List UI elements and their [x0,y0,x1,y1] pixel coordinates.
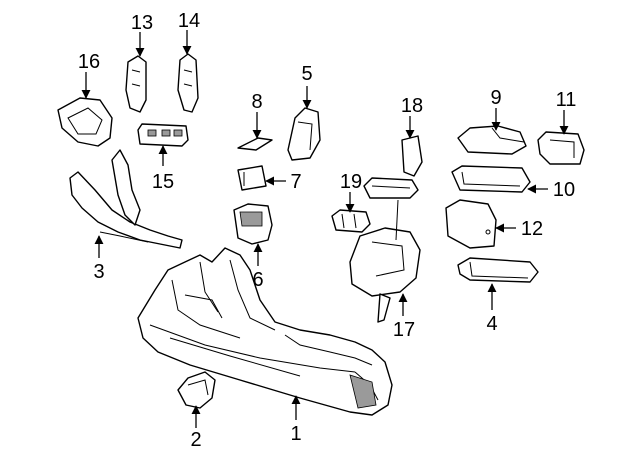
part-16-bezel [57,97,113,147]
callout-15: 15 [152,171,174,193]
callout-7: 7 [290,171,301,193]
part-15-switch-panel [137,123,189,147]
callout-19: 19 [340,171,362,193]
callout-13: 13 [131,12,153,34]
part-12-panel [445,199,497,249]
callout-12: 12 [521,218,543,240]
part-6-insert [233,203,273,245]
callout-1: 1 [290,423,301,445]
part-1-console-body [137,247,393,416]
part-5-bracket [287,107,321,161]
callout-4: 4 [486,313,497,335]
part-3-side-trim [69,149,183,249]
part-2-bracket [177,371,216,409]
callout-10: 10 [553,179,575,201]
callout-14: 14 [178,10,200,32]
part-8-pad [237,137,273,151]
part-10-mat [451,165,531,193]
callout-9: 9 [490,87,501,109]
callout-5: 5 [301,63,312,85]
part-9-armrest-lid [457,125,527,155]
part-14-bracket [177,53,199,113]
callout-6: 6 [252,269,263,291]
part-13-bracket [125,55,147,113]
part-7-clip [237,165,267,191]
part-18-shift-knob [363,135,423,199]
callout-16: 16 [78,51,100,73]
part-17-shifter-assembly [349,199,421,323]
callout-18: 18 [401,95,423,117]
callout-8: 8 [251,91,262,113]
callout-3: 3 [93,261,104,283]
callout-17: 17 [393,319,415,341]
part-19-connector [331,209,371,233]
part-11-hinge [537,131,585,165]
callout-11: 11 [556,89,577,111]
part-4-tray [457,257,539,283]
callout-2: 2 [190,429,201,451]
